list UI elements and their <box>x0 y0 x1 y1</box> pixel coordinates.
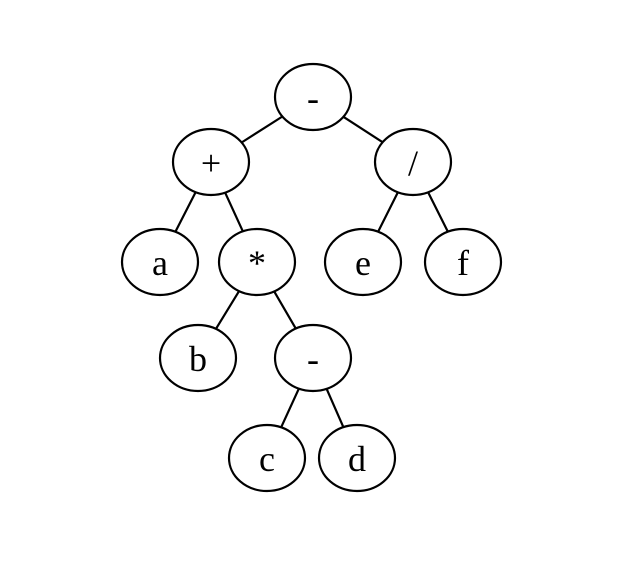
node-ellipse <box>273 62 353 132</box>
edge-times-b <box>214 290 241 330</box>
tree-node-d: d <box>317 423 397 493</box>
node-ellipse <box>423 227 503 297</box>
node-label: - <box>307 339 319 379</box>
node-ellipse <box>273 323 353 393</box>
node-label: - <box>307 78 319 118</box>
node-label: a <box>152 243 168 283</box>
tree-node-b: b <box>158 323 238 393</box>
tree-node-root: - <box>273 62 353 132</box>
tree-node-f: f <box>423 227 503 297</box>
node-label: / <box>408 143 418 183</box>
edge-minus2-c <box>280 387 300 429</box>
node-label: d <box>348 439 366 479</box>
node-ellipse <box>171 127 251 197</box>
edge-times-minus2 <box>273 290 297 330</box>
edge-root-plus <box>240 115 284 144</box>
node-ellipse <box>158 323 238 393</box>
node-ellipse <box>120 227 200 297</box>
node-ellipse <box>373 127 453 197</box>
edge-minus2-d <box>325 387 345 429</box>
node-label: c <box>259 439 275 479</box>
node-ellipse <box>317 423 397 493</box>
tree-node-times: * <box>217 227 297 297</box>
tree-node-plus: + <box>171 127 251 197</box>
edge-plus-times <box>224 191 244 233</box>
node-label: + <box>201 143 221 183</box>
edge-root-div <box>342 115 384 144</box>
node-ellipse <box>323 227 403 297</box>
node-label: * <box>248 243 266 283</box>
edge-plus-a <box>174 191 197 233</box>
edge-div-e <box>377 191 399 233</box>
node-ellipse <box>227 423 307 493</box>
node-label: b <box>189 339 207 379</box>
node-label: f <box>457 243 469 283</box>
tree-node-c: c <box>227 423 307 493</box>
tree-edges <box>174 115 449 429</box>
tree-node-a: a <box>120 227 200 297</box>
tree-node-e: e <box>323 227 403 297</box>
tree-node-div: / <box>373 127 453 197</box>
node-ellipse <box>217 227 297 297</box>
tree-nodes: - + / a * e f b - c d <box>120 62 503 493</box>
edge-div-f <box>427 191 449 233</box>
tree-node-minus2: - <box>273 323 353 393</box>
node-label: e <box>355 243 371 283</box>
